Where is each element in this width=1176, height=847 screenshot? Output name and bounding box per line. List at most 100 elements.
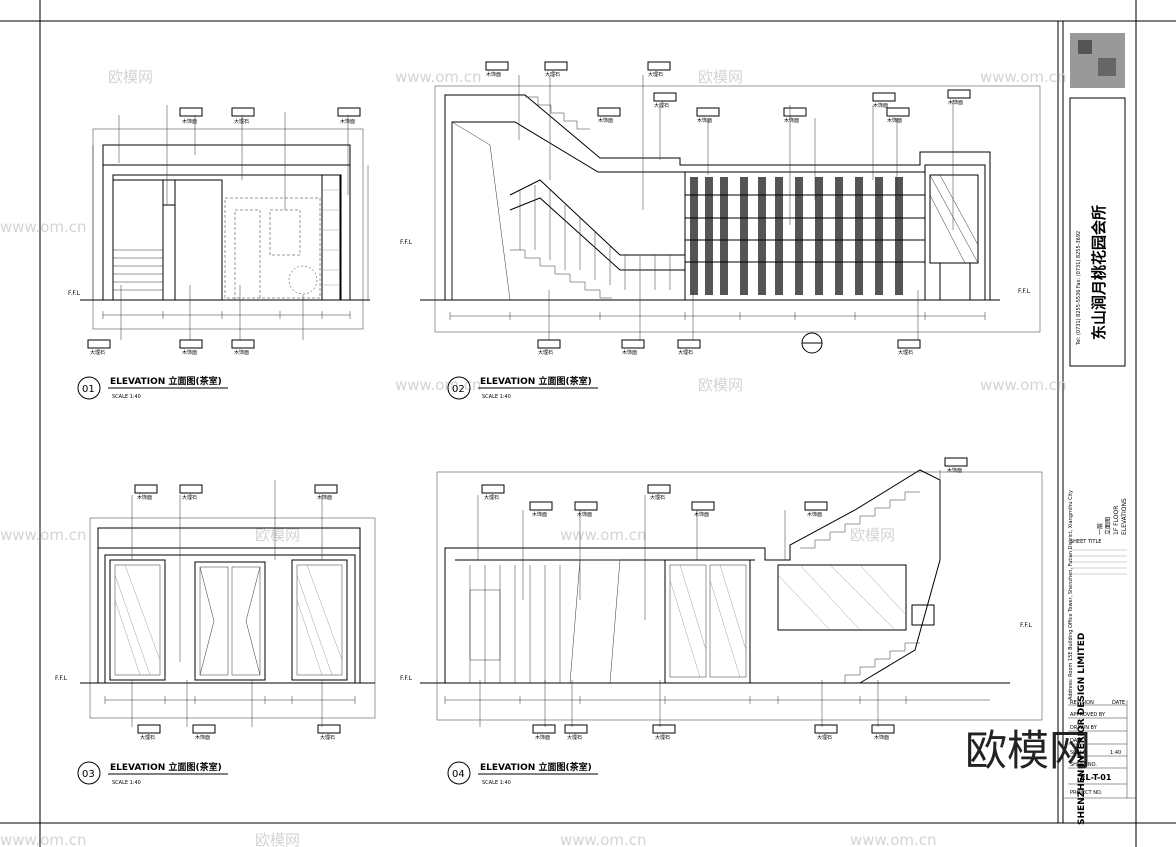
svg-text:木饰面: 木饰面: [182, 349, 197, 356]
watermark: 欧模网: [108, 68, 153, 86]
contact-info: Tel: (0731) 8255-5536 Fax: (0731) 8255-3…: [1076, 231, 1082, 346]
elevation-02-tags: 木饰面 大理石 大理石 大理石 木饰面 木饰面 木饰面 木饰面 木饰面 木饰面 …: [485, 61, 971, 356]
sheet-number: EL-T-01: [1080, 773, 1112, 782]
elevation-02-drawing: F.F.L F.F.L: [400, 75, 1041, 354]
svg-text:木饰面: 木饰面: [577, 511, 592, 518]
svg-text:大理石: 大理石: [234, 118, 249, 125]
svg-text:F.F.L: F.F.L: [55, 675, 68, 682]
elevation-scale: SCALE 1:40: [482, 394, 511, 400]
drawing-name-cn: 立面图: [1104, 517, 1112, 535]
svg-text:木饰面: 木饰面: [697, 117, 712, 124]
elevation-scale: SCALE 1:40: [112, 780, 141, 786]
svg-text:木饰面: 木饰面: [182, 118, 197, 125]
watermark: www.om.cn: [980, 376, 1067, 394]
elevation-scale: SCALE 1:40: [482, 780, 511, 786]
watermark: www.om.cn: [0, 831, 87, 847]
svg-text:木饰面: 木饰面: [195, 734, 210, 741]
svg-text:木饰面: 木饰面: [622, 349, 637, 356]
svg-text:木饰面: 木饰面: [784, 117, 799, 124]
svg-text:大理石: 大理石: [140, 734, 155, 741]
approved-label: APPROVED BY: [1070, 712, 1106, 718]
svg-text:木饰面: 木饰面: [873, 102, 888, 109]
date-label: DATE: [1070, 738, 1083, 744]
svg-text:木饰面: 木饰面: [807, 511, 822, 518]
project-name: 东山涧月桃花园会所: [1090, 205, 1108, 340]
svg-text:大理石: 大理石: [320, 734, 335, 741]
svg-text:大理石: 大理石: [655, 734, 670, 741]
drawing-name-en: ELEVATIONS: [1121, 498, 1128, 535]
svg-text:大理石: 大理石: [678, 349, 693, 356]
svg-text:大理石: 大理石: [817, 734, 832, 741]
elevation-02-title: 02 ELEVATION 立面图(茶室) SCALE 1:40: [447, 375, 598, 400]
svg-text:F.F.L: F.F.L: [68, 290, 81, 297]
watermark-layer: 欧模网 www.om.cn 欧模网 www.om.cn www.om.cn 欧模…: [0, 68, 1091, 847]
elevation-title: ELEVATION 立面图(茶室): [480, 761, 592, 773]
elevation-01-title: 01 ELEVATION 立面图(茶室) SCALE 1:40: [77, 375, 228, 400]
watermark: www.om.cn: [560, 831, 647, 847]
watermark: 欧模网: [850, 526, 895, 544]
svg-text:木饰面: 木饰面: [887, 117, 902, 124]
watermark: www.om.cn: [560, 526, 647, 544]
revision-date-label: DATE: [1112, 700, 1125, 706]
svg-text:大理石: 大理石: [650, 494, 665, 501]
watermark: www.om.cn: [0, 218, 87, 236]
svg-text:木饰面: 木饰面: [137, 494, 152, 501]
svg-text:大理石: 大理石: [545, 71, 560, 78]
watermark: www.om.cn: [395, 376, 482, 394]
svg-text:大理石: 大理石: [538, 349, 553, 356]
scale-label: SCALE: [1070, 750, 1086, 756]
watermark: www.om.cn: [0, 526, 87, 544]
elevation-number: 04: [452, 769, 465, 780]
svg-text:F.F.L: F.F.L: [400, 239, 413, 246]
svg-text:木饰面: 木饰面: [874, 734, 889, 741]
watermark: 欧模网: [698, 376, 743, 394]
project-no-label: PROJECT NO.: [1070, 790, 1103, 796]
svg-text:大理石: 大理石: [484, 494, 499, 501]
svg-text:木饰面: 木饰面: [317, 494, 332, 501]
svg-text:F.F.L: F.F.L: [1018, 288, 1031, 295]
watermark: 欧模网: [698, 68, 743, 86]
elevation-title: ELEVATION 立面图(茶室): [480, 375, 592, 387]
watermark: www.om.cn: [395, 68, 482, 86]
elevation-number: 01: [82, 384, 95, 395]
svg-text:木饰面: 木饰面: [598, 117, 613, 124]
svg-text:木饰面: 木饰面: [340, 118, 355, 125]
svg-text:F.F.L: F.F.L: [1020, 622, 1033, 629]
watermark: 欧模网: [255, 526, 300, 544]
svg-text:木饰面: 木饰面: [234, 349, 249, 356]
svg-text:木饰面: 木饰面: [532, 511, 547, 518]
elevation-title: ELEVATION 立面图(茶室): [110, 761, 222, 773]
svg-text:木饰面: 木饰面: [535, 734, 550, 741]
svg-text:大理石: 大理石: [567, 734, 582, 741]
elevation-01-tags: 木饰面 大理石 木饰面 大理石 木饰面 木饰面: [87, 107, 361, 356]
svg-text:大理石: 大理石: [898, 349, 913, 356]
elevation-03-tags: 木饰面 大理石 木饰面 大理石 木饰面 大理石: [134, 484, 341, 741]
elevation-number: 03: [82, 769, 95, 780]
elevation-03-title: 03 ELEVATION 立面图(茶室) SCALE 1:40: [77, 761, 228, 786]
elevation-04-tags: 大理石 大理石 木饰面 木饰面 木饰面 木饰面 木饰面 木饰面 大理石 大理石 …: [481, 457, 968, 741]
elevation-03-drawing: F.F.L: [55, 480, 376, 727]
watermark: 欧模网: [255, 831, 300, 847]
elevation-04-title: 04 ELEVATION 立面图(茶室) SCALE 1:40: [447, 761, 598, 786]
elevation-title: ELEVATION 立面图(茶室): [110, 375, 222, 387]
svg-text:木饰面: 木饰面: [486, 71, 501, 78]
title-block: 东山涧月桃花园会所 Tel: (0731) 8255-5536 Fax: (07…: [1068, 33, 1128, 825]
elevation-number: 02: [452, 384, 465, 395]
drawing-name-en: 1F FLOOR: [1113, 506, 1120, 535]
watermark: www.om.cn: [980, 68, 1067, 86]
elevation-01-drawing: F.F.L: [68, 105, 370, 340]
svg-text:木饰面: 木饰面: [947, 467, 962, 474]
svg-text:大理石: 大理石: [182, 494, 197, 501]
address: Address: Room 15E Building Office Tower,…: [1068, 490, 1074, 700]
svg-text:木饰面: 木饰面: [694, 511, 709, 518]
sheet-no-label: SHEET NO.: [1070, 762, 1097, 768]
svg-text:大理石: 大理石: [90, 349, 105, 356]
svg-text:大理石: 大理石: [648, 71, 663, 78]
drawn-label: DRAWN BY: [1070, 725, 1098, 731]
svg-text:F.F.L: F.F.L: [400, 675, 413, 682]
drawing-name-cn: 一层: [1097, 523, 1104, 535]
sheet-title-label: SHEET TITLE: [1070, 539, 1101, 545]
watermark-large: 欧模网: [965, 726, 1091, 775]
